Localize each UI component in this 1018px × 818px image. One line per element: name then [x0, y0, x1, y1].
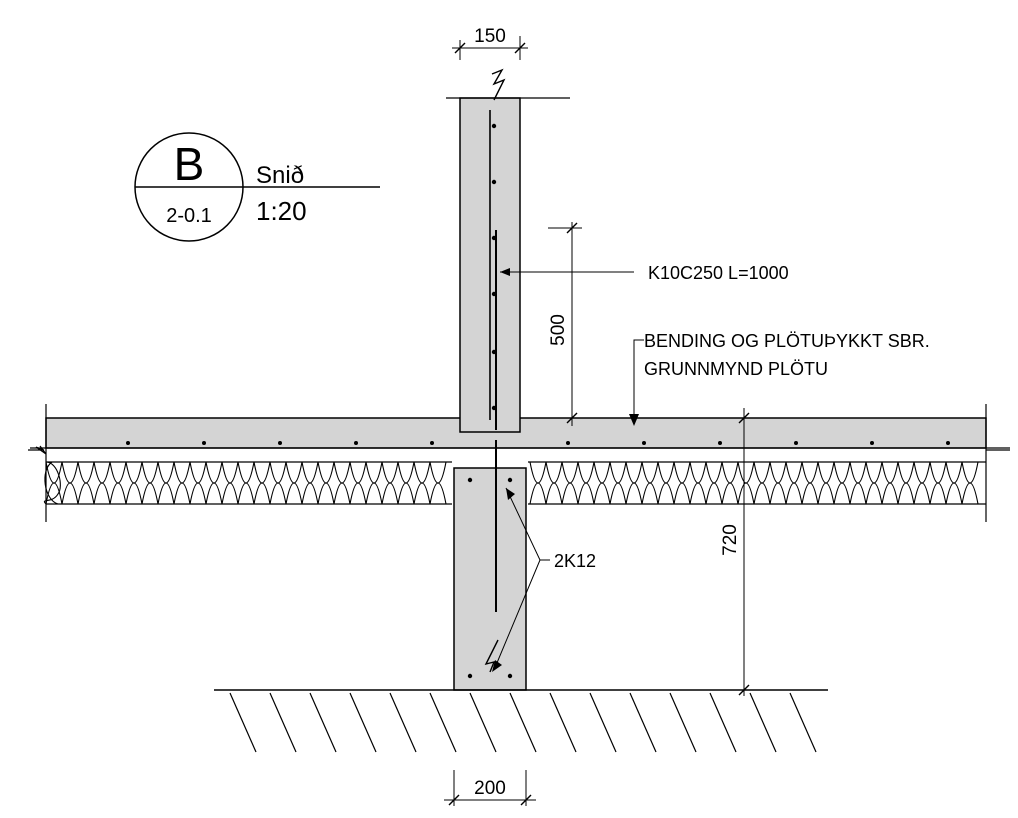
dimension-rebar-lap: 500 — [548, 222, 582, 426]
annotation-rebar-footing: 2K12 — [492, 487, 596, 672]
foundation-wall — [453, 440, 527, 691]
dimension-foundation-height: 720 — [720, 408, 750, 696]
slab-note-line1: BENDING OG PLÖTUÞYKKT SBR. — [644, 331, 930, 351]
section-marker: B 2-0.1 Snið 1:20 — [134, 132, 380, 242]
dim-rebar-lap-label: 500 — [548, 314, 569, 346]
annotation-rebar-wall: K10C250 L=1000 — [500, 263, 789, 283]
dimension-wall-thickness: 150 — [452, 26, 528, 60]
dimension-footing-width: 200 — [444, 770, 536, 806]
insulation-right — [528, 461, 986, 505]
section-scale: 1:20 — [256, 196, 307, 226]
slab-note-line2: GRUNNMYND PLÖTU — [644, 359, 828, 379]
dim-foundation-height-label: 720 — [720, 524, 741, 556]
section-title: Snið — [256, 162, 304, 189]
wall-above-slab — [446, 68, 570, 433]
foundation-rebar-dots — [467, 477, 513, 679]
insulation-left — [43, 461, 452, 505]
rebar-wall-label: K10C250 L=1000 — [648, 263, 789, 283]
slab-rebar — [126, 441, 950, 445]
dim-wall-thickness-label: 150 — [474, 26, 506, 47]
ground — [214, 689, 828, 753]
annotation-slab-note: BENDING OG PLÖTUÞYKKT SBR. GRUNNMYND PLÖ… — [629, 331, 930, 426]
rebar-footing-label: 2K12 — [554, 551, 596, 571]
foundation-concrete — [453, 467, 527, 691]
section-letter: B — [174, 138, 205, 190]
wall-rebar-dots — [491, 123, 497, 411]
dim-footing-width-label: 200 — [474, 778, 506, 799]
section-sheet-ref: 2-0.1 — [166, 205, 212, 227]
